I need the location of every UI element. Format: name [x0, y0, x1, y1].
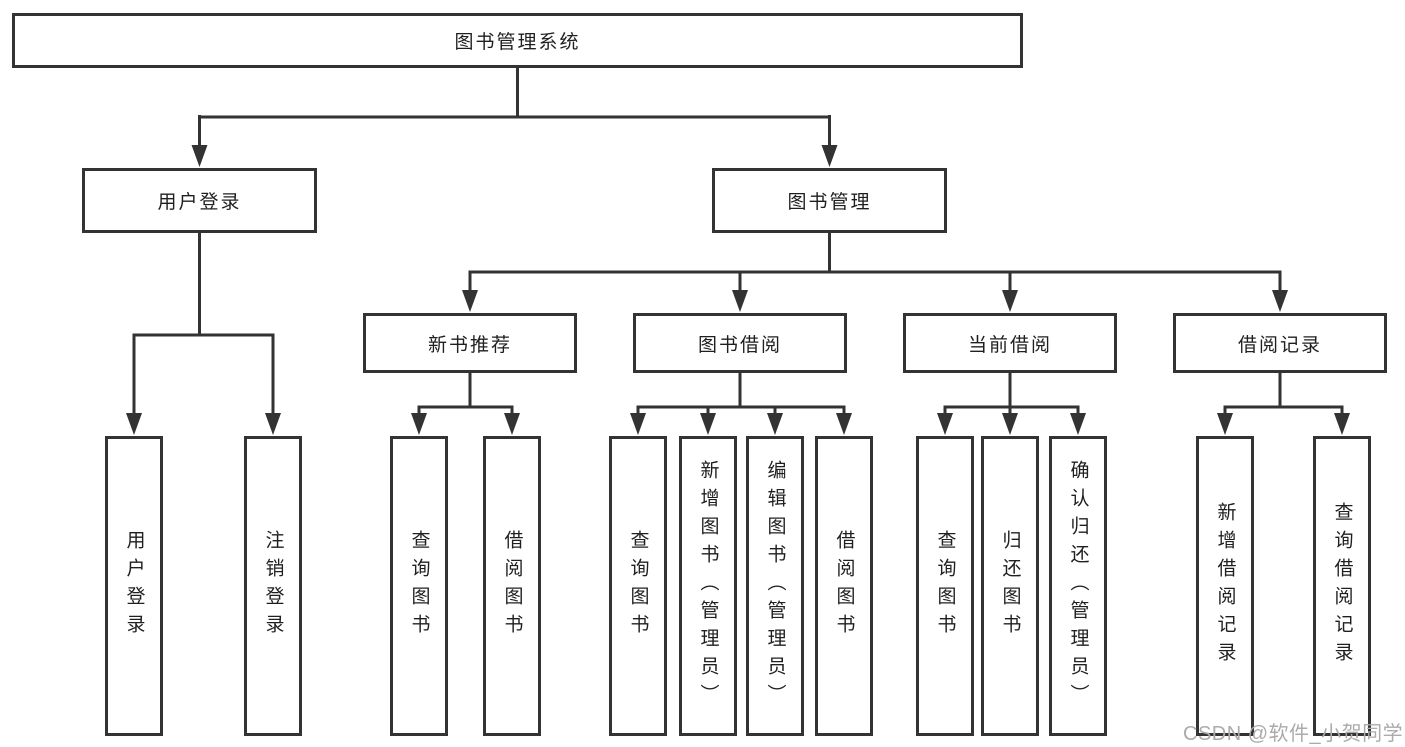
connector-root-to-level2	[191, 68, 838, 167]
node-label: 确认归还（管理员）	[1067, 460, 1089, 712]
node-label: 新书推荐	[427, 334, 512, 356]
node-current-borrowing: 当前借阅	[903, 313, 1117, 373]
node-label: 查询图书	[627, 530, 649, 642]
node-label: 借阅图书	[501, 530, 523, 642]
node-user-login-module: 用户登录	[82, 168, 317, 233]
node-label: 查询图书	[934, 530, 956, 642]
node-label: 查询借阅记录	[1331, 502, 1353, 670]
connector-user-login-children	[126, 233, 281, 435]
node-new-book-recommend: 新书推荐	[363, 313, 577, 373]
node-label: 用户登录	[123, 530, 145, 642]
node-label: 用户登录	[157, 192, 242, 213]
node-label: 新增借阅记录	[1214, 502, 1236, 670]
leaf-logout: 注销登录	[244, 436, 302, 736]
node-book-management-module: 图书管理	[712, 168, 947, 233]
node-label: 归还图书	[999, 530, 1021, 642]
node-book-borrowing: 图书借阅	[633, 313, 847, 373]
connector-borrow-records-children	[1217, 373, 1350, 435]
node-label: 查询图书	[408, 530, 430, 642]
leaf-add-borrow-record: 新增借阅记录	[1196, 436, 1254, 736]
leaf-borrow-book-borrowing: 借阅图书	[815, 436, 873, 736]
node-label: 图书管理系统	[454, 32, 581, 53]
leaf-query-book-recommend: 查询图书	[390, 436, 448, 736]
node-label: 新增图书（管理员）	[697, 460, 719, 712]
connector-book-mgmt-children	[462, 233, 1288, 312]
leaf-user-login: 用户登录	[105, 436, 163, 736]
connector-book-borrow-children	[630, 373, 852, 435]
leaf-add-book-admin: 新增图书（管理员）	[679, 436, 737, 736]
node-label: 编辑图书（管理员）	[764, 460, 786, 712]
connector-current-borrow-children	[937, 373, 1086, 435]
node-borrowing-records: 借阅记录	[1173, 313, 1387, 373]
leaf-query-book-current: 查询图书	[916, 436, 974, 736]
csdn-watermark: CSDN @软件_小贺同学	[1183, 723, 1404, 745]
node-label: 图书借阅	[697, 334, 782, 356]
node-label: 图书管理	[787, 192, 872, 213]
node-label: 借阅图书	[833, 530, 855, 642]
node-label: 当前借阅	[967, 334, 1052, 356]
leaf-return-book: 归还图书	[981, 436, 1039, 736]
leaf-query-book-borrowing: 查询图书	[609, 436, 667, 736]
leaf-confirm-return-admin: 确认归还（管理员）	[1049, 436, 1107, 736]
node-label: 注销登录	[262, 530, 284, 642]
leaf-edit-book-admin: 编辑图书（管理员）	[746, 436, 804, 736]
leaf-borrow-book-recommend: 借阅图书	[483, 436, 541, 736]
node-label: 借阅记录	[1237, 334, 1322, 356]
connector-new-book-children	[411, 373, 520, 435]
node-library-management-system: 图书管理系统	[12, 13, 1023, 68]
leaf-query-borrow-record: 查询借阅记录	[1313, 436, 1371, 736]
